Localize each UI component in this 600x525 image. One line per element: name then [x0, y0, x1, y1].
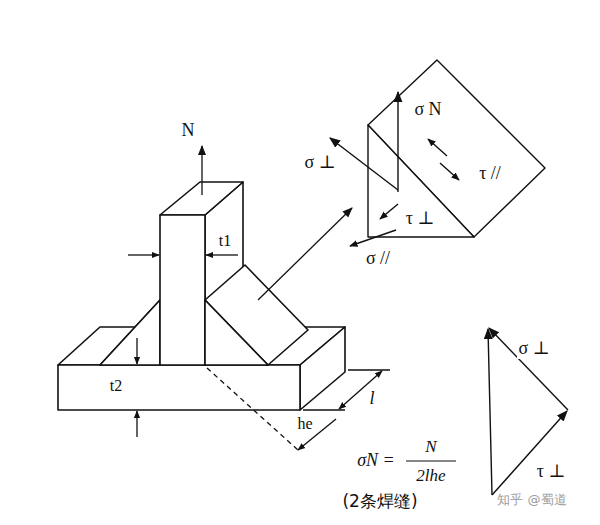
vector-arrow	[489, 328, 568, 410]
web-plate-front	[160, 215, 205, 365]
fraction-bar	[406, 460, 456, 461]
right-weld-end	[205, 300, 268, 365]
formula-text: 2lhe	[415, 467, 446, 486]
weld-section-detail	[368, 125, 474, 237]
stress-arrow	[440, 163, 459, 180]
stress-arrow	[428, 139, 447, 156]
dimension-arrow	[136, 338, 137, 364]
vector-label: τ ⊥	[536, 462, 567, 482]
right-weld-face	[205, 265, 308, 365]
extension-line	[348, 369, 390, 370]
vector-arrow	[488, 329, 492, 495]
dimension-arrow	[206, 254, 238, 255]
base-plate-front	[58, 365, 300, 410]
stress-label: σ ⊥	[303, 153, 336, 173]
stress-arrow	[397, 92, 398, 192]
dimension-arrow	[136, 411, 137, 437]
dimension-label: t2	[109, 377, 123, 395]
stress-arrow	[330, 138, 398, 190]
extension-line	[303, 409, 345, 410]
dimension-line	[339, 371, 382, 409]
stress-label: σ //	[365, 249, 391, 269]
stress-label: τ //	[478, 164, 502, 184]
vector-arrow	[492, 411, 567, 495]
dimension-label: l	[368, 389, 375, 409]
throat-line	[207, 368, 298, 450]
dimension-label: t1	[218, 232, 232, 250]
left-weld-end	[100, 300, 160, 365]
leader-line	[258, 208, 352, 300]
weld-face-detail	[368, 60, 545, 237]
force-label: N	[181, 121, 196, 141]
base-plate-side	[300, 327, 345, 410]
formula-note: (2条焊缝)	[341, 492, 418, 511]
stress-arrow	[380, 204, 398, 219]
dimension-arrow	[128, 254, 159, 255]
formula-text: N	[424, 438, 437, 457]
stress-label: τ ⊥	[405, 209, 436, 229]
vector-label: σ ⊥	[517, 339, 550, 359]
watermark: 知乎 @蜀道	[496, 493, 567, 507]
stress-arrow	[350, 230, 396, 246]
stress-label: σ N	[413, 100, 442, 120]
dimension-label: he	[296, 415, 313, 433]
formula-text: σN =	[356, 451, 396, 471]
force-arrow	[201, 146, 202, 195]
